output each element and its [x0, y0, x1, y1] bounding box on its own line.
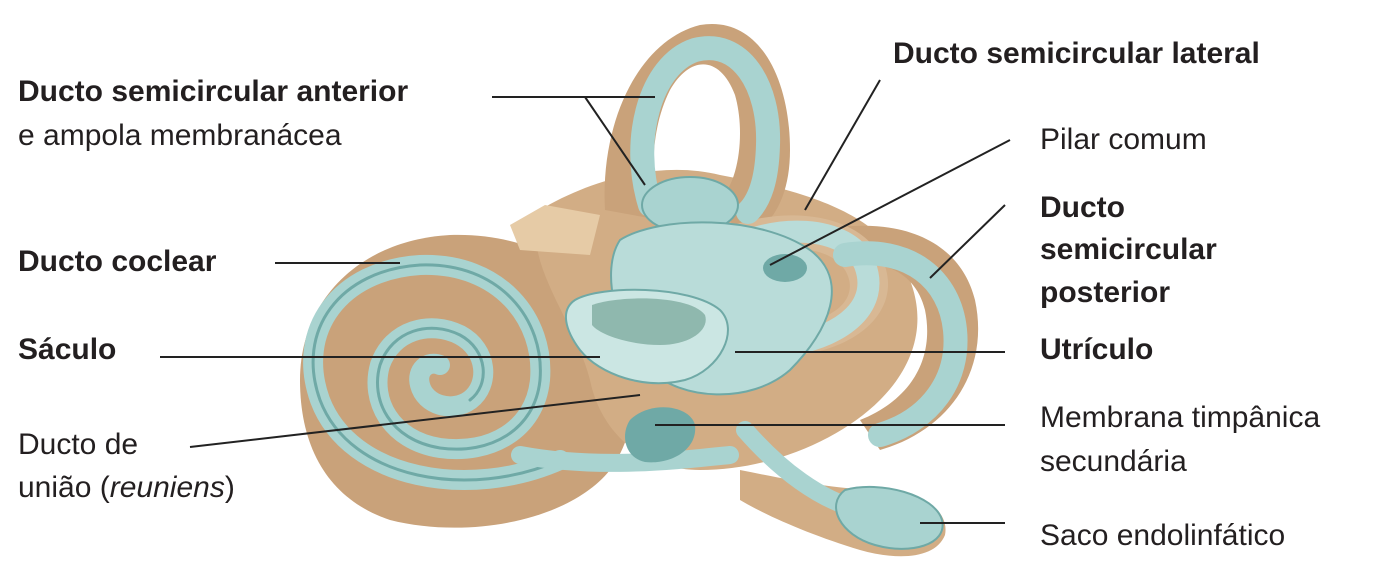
- label-posterior-2: semicircular: [1040, 230, 1217, 270]
- label-endolymphatic-sac: Saco endolinfático: [1040, 516, 1285, 556]
- label-utricle: Utrículo: [1040, 330, 1153, 370]
- label-membrane-1: Membrana timpânica: [1040, 398, 1320, 438]
- label-common-crus: Pilar comum: [1040, 120, 1207, 160]
- label-posterior-1: Ducto: [1040, 188, 1125, 228]
- label-reuniens-2a: união (: [18, 471, 110, 504]
- label-saccule: Sáculo: [18, 330, 116, 370]
- label-lateral-duct: Ducto semicircular lateral: [893, 34, 1260, 74]
- label-anterior-duct: Ducto semicircular anterior: [18, 72, 408, 112]
- label-reuniens-italic: reuniens: [110, 471, 225, 504]
- spiral-tail: [520, 455, 730, 463]
- label-reuniens-1: Ducto de: [18, 425, 138, 465]
- label-reuniens-2c: ): [225, 471, 235, 504]
- label-posterior-3: posterior: [1040, 273, 1170, 313]
- leader-posterior: [930, 205, 1005, 278]
- leader-lateral: [805, 80, 880, 210]
- label-reuniens-2: união (reuniens): [18, 468, 235, 508]
- label-anterior-ampulla: e ampola membranácea: [18, 116, 342, 156]
- label-membrane-2: secundária: [1040, 442, 1187, 482]
- label-cochlear-duct: Ducto coclear: [18, 242, 216, 282]
